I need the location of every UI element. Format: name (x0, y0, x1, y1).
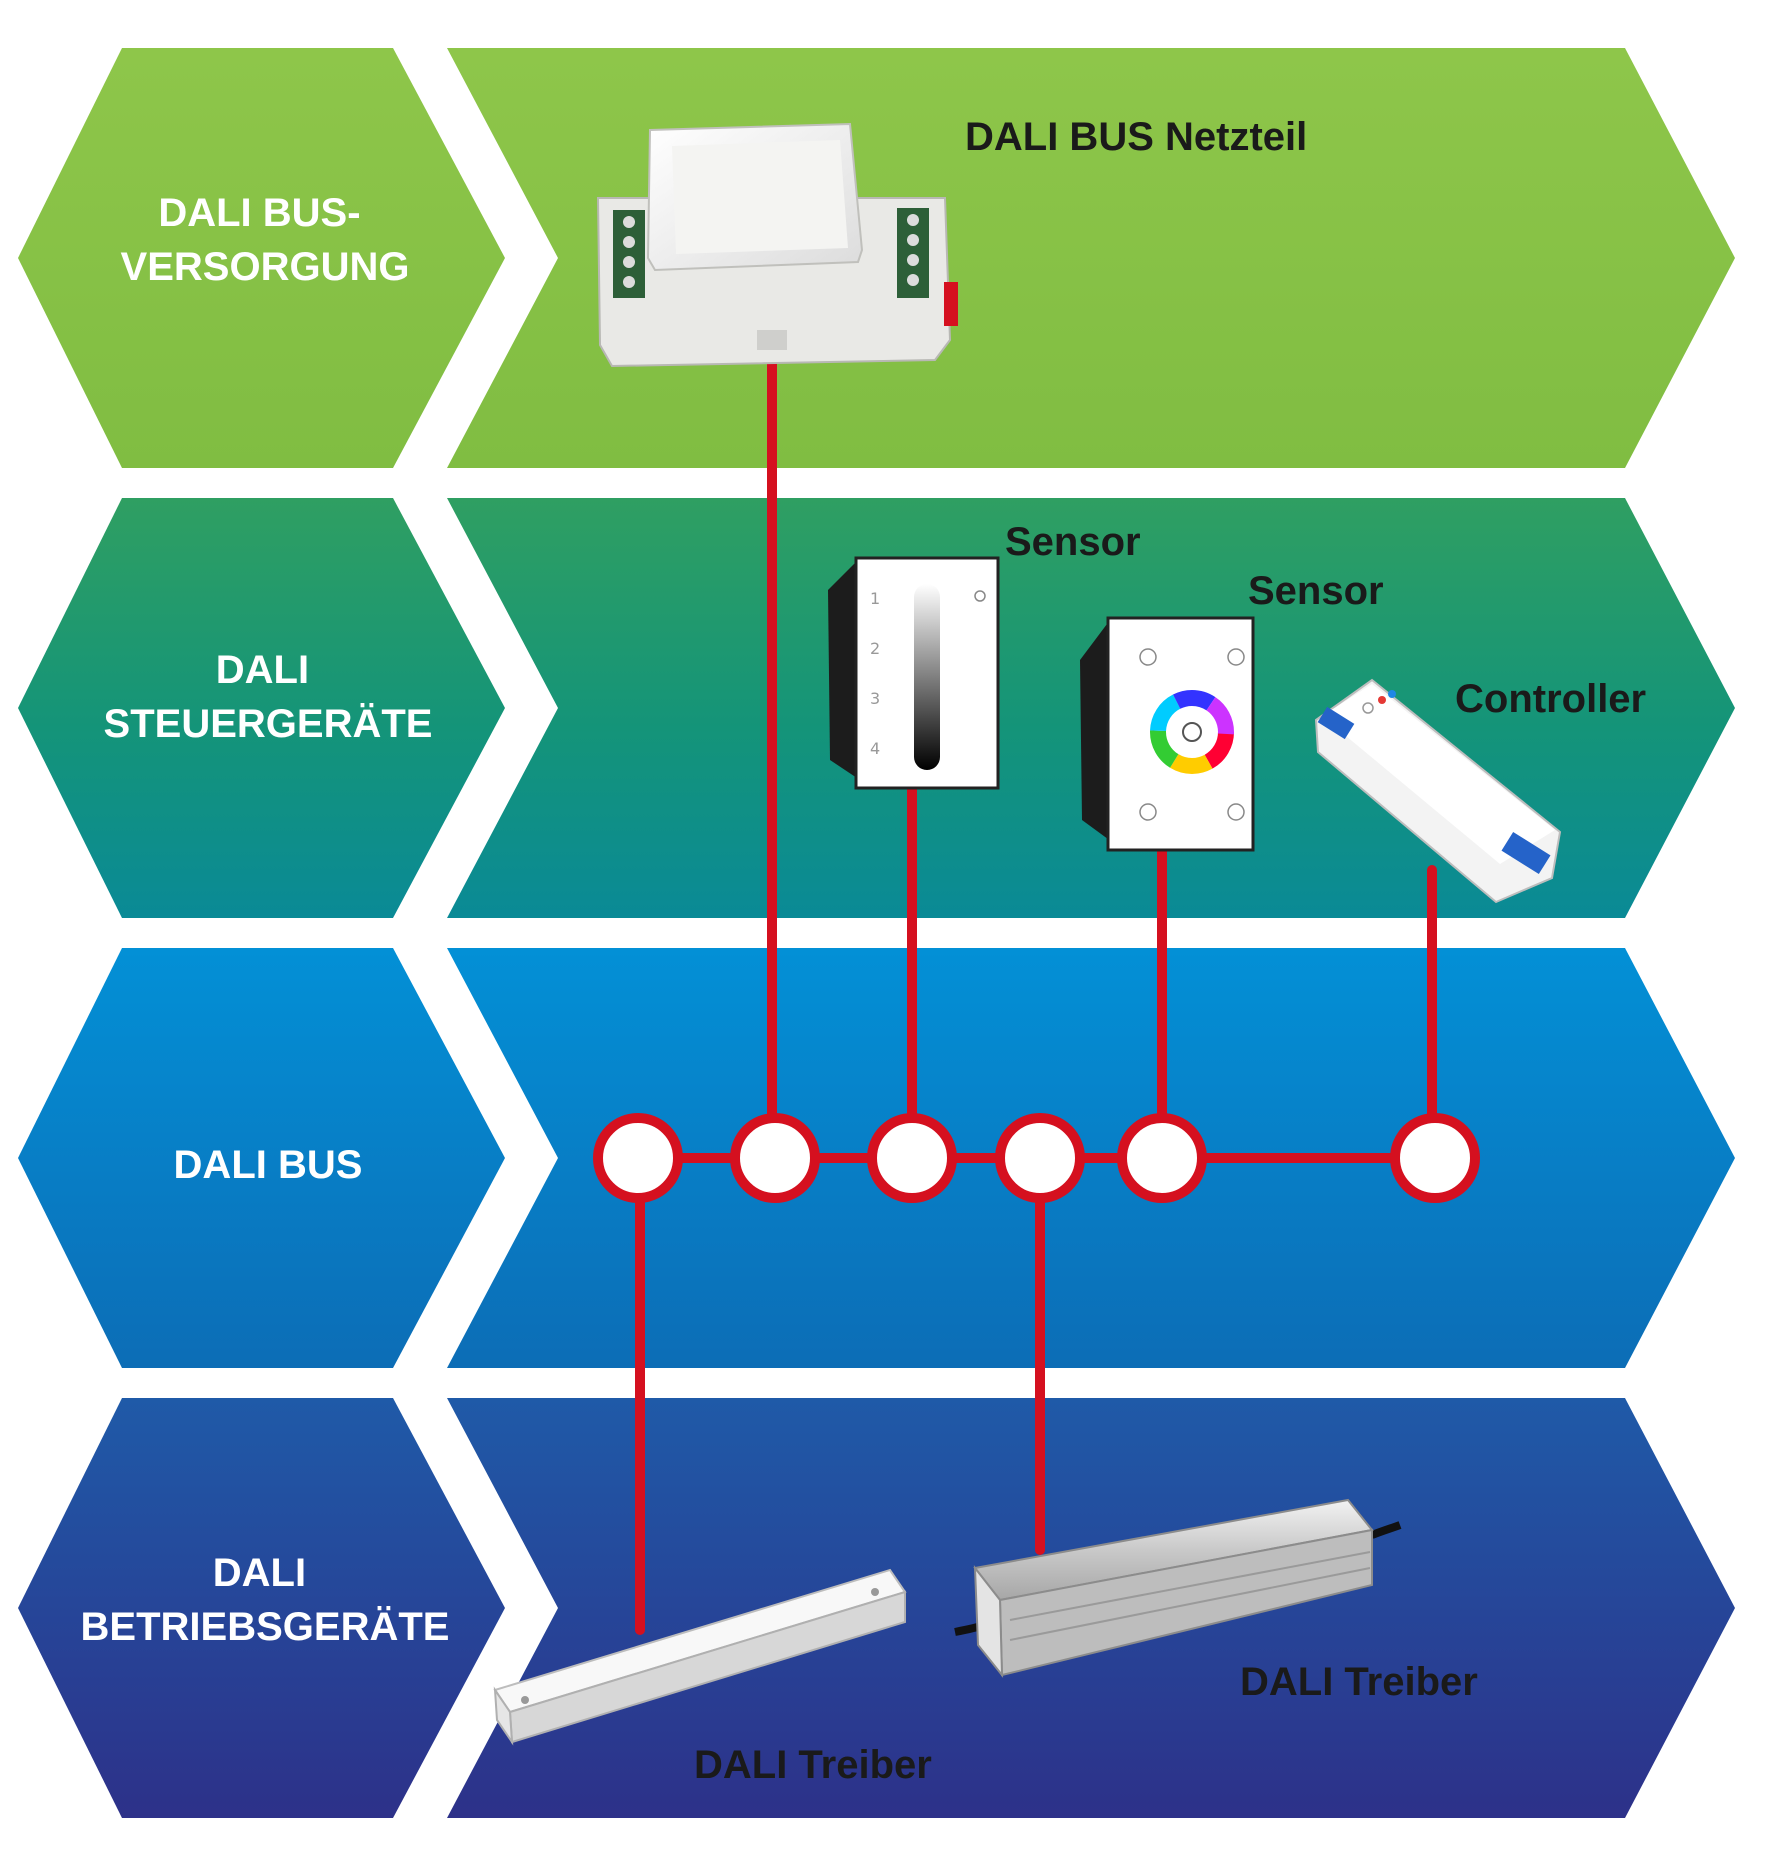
band-title-bus: DALI BUS (174, 1143, 363, 1187)
controller-terminals (1501, 832, 1551, 874)
band-title-line: DALI BUS (174, 1143, 363, 1187)
label-controller: Controller (1455, 677, 1646, 721)
band-versorgung-hexagon (18, 48, 505, 468)
button-icon (1362, 702, 1374, 714)
brightness-icon (1227, 803, 1245, 821)
dimmer-number: 4 (870, 739, 880, 758)
sensor2-mount (1080, 620, 1112, 842)
treiber2-rib (1009, 1551, 1371, 1621)
band-title-line: DALI BUS- (158, 191, 360, 235)
band-title-line: DALI (216, 648, 309, 692)
label-netzteil: DALI BUS Netzteil (965, 115, 1307, 159)
bus-node (995, 1113, 1085, 1203)
treiber1-end (493, 1686, 514, 1746)
screw-icon (521, 1696, 529, 1704)
treiber2-rib (1009, 1567, 1371, 1641)
netzteil-clip (944, 282, 958, 326)
screw-icon (907, 274, 919, 286)
dimmer-number: 1 (870, 589, 880, 608)
treiber1-device: DALI Treiber (493, 1568, 932, 1787)
label-treiber2: DALI Treiber (1240, 1660, 1478, 1704)
treiber2-device: DALI Treiber (954, 1498, 1478, 1704)
bus-nodes (593, 1113, 1480, 1203)
controller-top (1322, 684, 1555, 864)
netzteil-notch (757, 330, 787, 350)
band-betriebsgeraete-hexagon (18, 1398, 505, 1818)
speed-icon (1139, 803, 1157, 821)
band-steuergeraete-hexagon (18, 498, 505, 918)
band-title-line: BETRIEBSGERÄTE (81, 1605, 450, 1649)
treiber2-front (973, 1564, 1004, 1678)
band-title-betriebsgeraete: DALI BETRIEBSGERÄTE (81, 1551, 450, 1649)
color-wheel-icon (1150, 690, 1234, 774)
band-title-line: STEUERGERÄTE (104, 702, 433, 746)
screw-icon (623, 236, 635, 248)
led-red-icon (1378, 696, 1386, 704)
netzteil-top-face (672, 140, 848, 254)
bus-node (730, 1113, 820, 1203)
band-title-versorgung: DALI BUS- VERSORGUNG (121, 191, 410, 289)
dimmer-number: 3 (870, 689, 880, 708)
screw-icon (871, 1588, 879, 1596)
label-sensor1: Sensor (1005, 520, 1141, 564)
power-icon (1182, 722, 1202, 742)
bus-node (1117, 1113, 1207, 1203)
label-treiber1: DALI Treiber (694, 1743, 932, 1787)
band-title-steuergeraete: DALI STEUERGERÄTE (104, 648, 433, 746)
screw-icon (907, 234, 919, 246)
dimmer-number: 2 (870, 639, 880, 658)
led-blue-icon (1388, 690, 1396, 698)
sensor2-device: Sensor (1080, 569, 1384, 852)
bus-node (1390, 1113, 1480, 1203)
netzteil-device: DALI BUS Netzteil (596, 115, 1307, 368)
screw-icon (623, 256, 635, 268)
controller-device: Controller (1314, 677, 1646, 904)
screw-icon (623, 216, 635, 228)
sensor1-mount (828, 560, 860, 780)
band-bus-hexagon (18, 948, 505, 1368)
bus-node (867, 1113, 957, 1203)
treiber2-cable (1370, 1521, 1402, 1539)
power-icon (974, 590, 986, 602)
screw-icon (623, 276, 635, 288)
controller-terminals (1317, 706, 1355, 740)
band-title-line: VERSORGUNG (121, 245, 410, 289)
bus-node (593, 1113, 683, 1203)
screw-icon (907, 214, 919, 226)
chevron-left-icon (1139, 648, 1157, 666)
chevron-right-icon (1227, 648, 1245, 666)
sensor1-device: 1 2 3 4 Sensor (828, 520, 1141, 790)
label-sensor2: Sensor (1248, 569, 1384, 613)
screw-icon (907, 254, 919, 266)
sensor1-slider (914, 584, 940, 770)
band-title-line: DALI (213, 1551, 306, 1595)
